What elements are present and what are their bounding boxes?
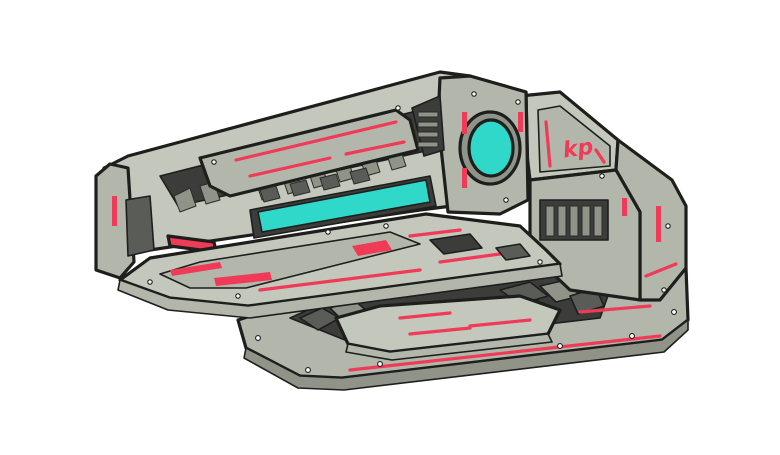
hinge-accent-3 xyxy=(518,112,523,132)
lower-inner-plate-edge xyxy=(345,333,553,361)
right-accent-3 xyxy=(644,262,678,278)
deck-accent-1 xyxy=(170,262,222,276)
right-vent-grille xyxy=(539,199,609,241)
deck-accent-3 xyxy=(352,240,392,256)
lower-accent-3 xyxy=(468,318,532,328)
right-accent-1 xyxy=(622,198,627,216)
top-accent-long xyxy=(234,120,398,162)
emblem-accent-left xyxy=(544,120,552,168)
deck-accent-line-2 xyxy=(408,228,462,238)
lower-edge-stripe xyxy=(348,334,662,372)
right-accent-2 xyxy=(656,206,661,242)
deck-accent-2 xyxy=(214,272,272,286)
front-window-glass xyxy=(257,179,431,233)
top-plate-slats xyxy=(259,167,371,203)
emblem-panel xyxy=(537,105,611,173)
front-deck-edge xyxy=(117,263,563,319)
emblem-accent-right xyxy=(594,148,606,164)
emblem-logo: kp xyxy=(561,135,595,164)
top-accent-short-2 xyxy=(344,140,406,156)
hinge-vent-slats xyxy=(417,111,439,148)
top-accent-short-1 xyxy=(248,156,332,178)
lower-slab-front xyxy=(243,319,689,391)
lower-accent-2 xyxy=(408,326,472,336)
hinge-accent-2 xyxy=(462,168,467,188)
porthole-glass xyxy=(467,118,515,178)
left-end-recess xyxy=(125,195,155,257)
deck-accent-line-3 xyxy=(438,252,502,264)
left-end-accent xyxy=(112,196,117,226)
hinge-accent-1 xyxy=(462,112,467,134)
lower-side-stripe xyxy=(578,304,652,314)
lower-platform xyxy=(236,266,690,391)
deck-accent-line-1 xyxy=(258,268,422,292)
main-body xyxy=(94,70,530,280)
lower-accent-1 xyxy=(398,311,452,320)
deck-side-slot xyxy=(429,233,483,255)
deck-side-block xyxy=(495,243,531,261)
front-deck xyxy=(117,212,563,319)
